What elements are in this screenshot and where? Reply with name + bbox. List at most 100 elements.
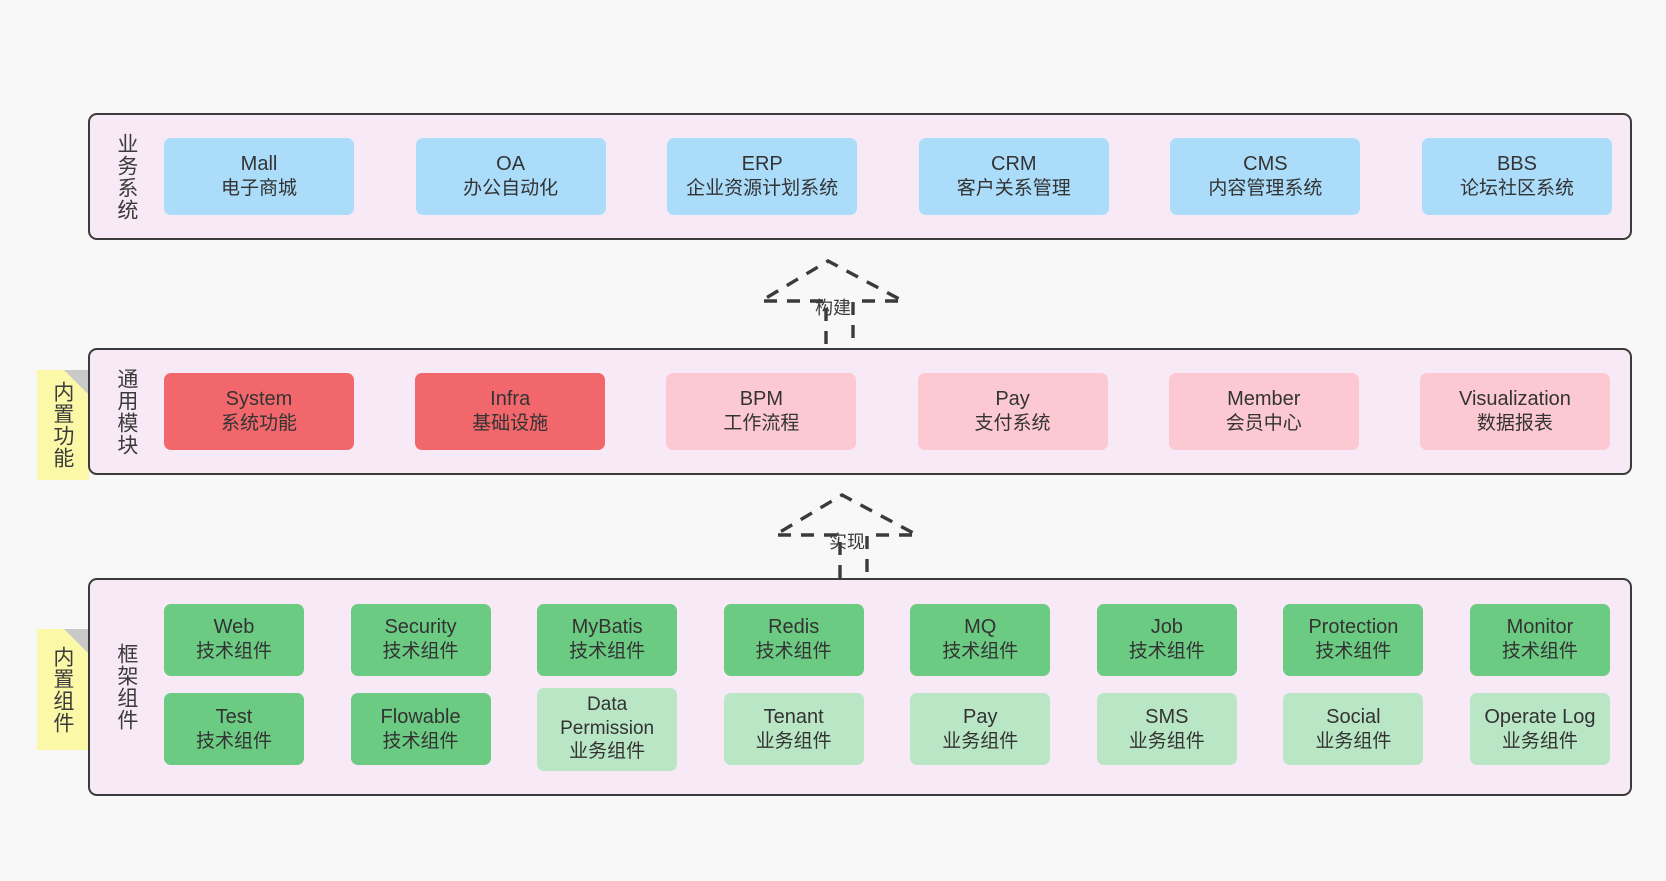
business-system-layer: 业务系统 Mall 电子商城 OA 办公自动化 ERP 企业资源计划系统 CRM… <box>88 113 1632 240</box>
card-member-title: Member <box>1227 388 1301 411</box>
card-cms[interactable]: CMS 内容管理系统 <box>1170 138 1361 215</box>
card-tenant-title: Tenant <box>763 705 824 728</box>
card-pay-module-title: Pay <box>995 388 1030 411</box>
card-operate-log-desc: 业务组件 <box>1501 730 1578 752</box>
card-mybatis[interactable]: MyBatis 技术组件 <box>537 603 678 676</box>
card-cms-title: CMS <box>1243 153 1288 176</box>
card-cms-desc: 内容管理系统 <box>1208 178 1323 200</box>
card-oa[interactable]: OA 办公自动化 <box>415 138 606 215</box>
card-security-title: Security <box>384 616 457 639</box>
card-test-title: Test <box>215 705 253 728</box>
card-security[interactable]: Security 技术组件 <box>350 603 491 676</box>
sticky-fold-icon <box>64 370 89 395</box>
card-system-desc: 系统功能 <box>220 413 297 435</box>
card-tenant-desc: 业务组件 <box>755 730 832 752</box>
card-mq-title: MQ <box>964 616 997 639</box>
card-bbs[interactable]: BBS 论坛社区系统 <box>1421 138 1612 215</box>
business-system-cards: Mall 电子商城 OA 办公自动化 ERP 企业资源计划系统 CRM 客户关系… <box>150 115 1630 238</box>
card-pay-component[interactable]: Pay 业务组件 <box>910 693 1051 765</box>
card-pay-component-desc: 业务组件 <box>942 730 1019 752</box>
card-monitor-desc: 技术组件 <box>1501 641 1578 663</box>
card-visualization[interactable]: Visualization 数据报表 <box>1419 373 1610 450</box>
card-social[interactable]: Social 业务组件 <box>1283 693 1424 765</box>
arrow-build-shape <box>754 259 904 344</box>
card-redis[interactable]: Redis 技术组件 <box>723 603 864 676</box>
card-mall-desc: 电子商城 <box>220 178 297 200</box>
card-monitor-title: Monitor <box>1506 616 1574 639</box>
card-oa-title: OA <box>496 153 526 176</box>
card-social-desc: 业务组件 <box>1315 730 1392 752</box>
framework-component-layer-label: 框架组件 <box>114 643 138 731</box>
arrow-implement-shape <box>768 493 918 578</box>
framework-component-cards: Web 技术组件 Security 技术组件 MyBatis 技术组件 Redi… <box>150 580 1630 794</box>
card-flowable[interactable]: Flowable 技术组件 <box>350 693 491 765</box>
arrow-build: 构建 <box>754 258 908 346</box>
card-test[interactable]: Test 技术组件 <box>164 693 304 765</box>
card-bpm-desc: 工作流程 <box>723 413 800 435</box>
arrow-build-label: 构建 <box>815 298 851 318</box>
business-system-layer-label: 业务系统 <box>114 132 138 221</box>
card-data-permission-title-line1: Data <box>587 694 628 716</box>
card-member[interactable]: Member 会员中心 <box>1168 373 1359 450</box>
card-mybatis-desc: 技术组件 <box>569 641 646 663</box>
arrow-implement-label: 实现 <box>829 532 865 552</box>
card-system[interactable]: System 系统功能 <box>164 373 354 450</box>
card-tenant[interactable]: Tenant 业务组件 <box>723 693 864 765</box>
card-crm-title: CRM <box>991 153 1037 176</box>
card-visualization-title: Visualization <box>1458 388 1571 411</box>
card-erp[interactable]: ERP 企业资源计划系统 <box>667 138 858 215</box>
card-bpm-title: BPM <box>739 388 784 411</box>
card-data-permission-title-line2: Permission <box>560 717 655 739</box>
card-mall[interactable]: Mall 电子商城 <box>164 138 354 215</box>
common-module-layer-label: 通用模块 <box>114 367 138 456</box>
card-sms-title: SMS <box>1145 705 1189 728</box>
sticky-fold-icon <box>64 629 89 654</box>
card-erp-desc: 企业资源计划系统 <box>686 178 839 200</box>
card-test-desc: 技术组件 <box>195 730 272 752</box>
framework-row-2: Test 技术组件 Flowable 技术组件 Data Permission … <box>164 687 1610 771</box>
card-operate-log-title: Operate Log <box>1484 705 1596 728</box>
card-flowable-desc: 技术组件 <box>382 730 459 752</box>
card-bbs-desc: 论坛社区系统 <box>1459 178 1574 200</box>
card-mq[interactable]: MQ 技术组件 <box>910 603 1051 676</box>
common-module-layer: 通用模块 System 系统功能 Infra 基础设施 BPM 工作流程 Pay… <box>88 348 1632 475</box>
card-member-desc: 会员中心 <box>1225 413 1302 435</box>
card-pay-module-desc: 支付系统 <box>974 413 1051 435</box>
card-flowable-title: Flowable <box>380 705 461 728</box>
framework-component-layer: 框架组件 Web 技术组件 Security 技术组件 MyBatis 技术组件… <box>88 578 1632 796</box>
card-mybatis-title: MyBatis <box>571 616 643 639</box>
card-protection-desc: 技术组件 <box>1315 641 1392 663</box>
card-pay-component-title: Pay <box>963 705 998 728</box>
card-mall-title: Mall <box>240 153 278 176</box>
card-sms[interactable]: SMS 业务组件 <box>1096 693 1237 765</box>
card-crm-desc: 客户关系管理 <box>956 178 1071 200</box>
card-oa-desc: 办公自动化 <box>463 178 559 200</box>
sticky-note-builtin-component: 内置组件 <box>37 629 89 750</box>
card-system-title: System <box>225 388 293 411</box>
card-infra[interactable]: Infra 基础设施 <box>415 373 606 450</box>
framework-row-1: Web 技术组件 Security 技术组件 MyBatis 技术组件 Redi… <box>164 603 1610 676</box>
sticky-note-builtin-component-label: 内置组件 <box>50 645 74 734</box>
card-web-title: Web <box>213 616 255 639</box>
card-monitor[interactable]: Monitor 技术组件 <box>1469 603 1610 676</box>
card-redis-title: Redis <box>768 616 820 639</box>
card-infra-desc: 基础设施 <box>472 413 549 435</box>
card-crm[interactable]: CRM 客户关系管理 <box>918 138 1109 215</box>
sticky-note-builtin-function: 内置功能 <box>37 370 89 480</box>
card-sms-desc: 业务组件 <box>1128 730 1205 752</box>
card-redis-desc: 技术组件 <box>755 641 832 663</box>
card-job[interactable]: Job 技术组件 <box>1096 603 1237 676</box>
card-web[interactable]: Web 技术组件 <box>164 603 304 676</box>
card-visualization-desc: 数据报表 <box>1476 413 1553 435</box>
card-security-desc: 技术组件 <box>382 641 459 663</box>
card-protection-title: Protection <box>1308 616 1399 639</box>
card-bpm[interactable]: BPM 工作流程 <box>666 373 857 450</box>
card-bbs-title: BBS <box>1496 153 1537 176</box>
card-operate-log[interactable]: Operate Log 业务组件 <box>1469 693 1610 765</box>
card-social-title: Social <box>1326 705 1381 728</box>
card-pay-module[interactable]: Pay 支付系统 <box>917 373 1108 450</box>
card-data-permission[interactable]: Data Permission 业务组件 <box>537 687 678 771</box>
card-protection[interactable]: Protection 技术组件 <box>1283 603 1424 676</box>
arrow-implement: 实现 <box>768 492 922 580</box>
card-job-desc: 技术组件 <box>1128 641 1205 663</box>
